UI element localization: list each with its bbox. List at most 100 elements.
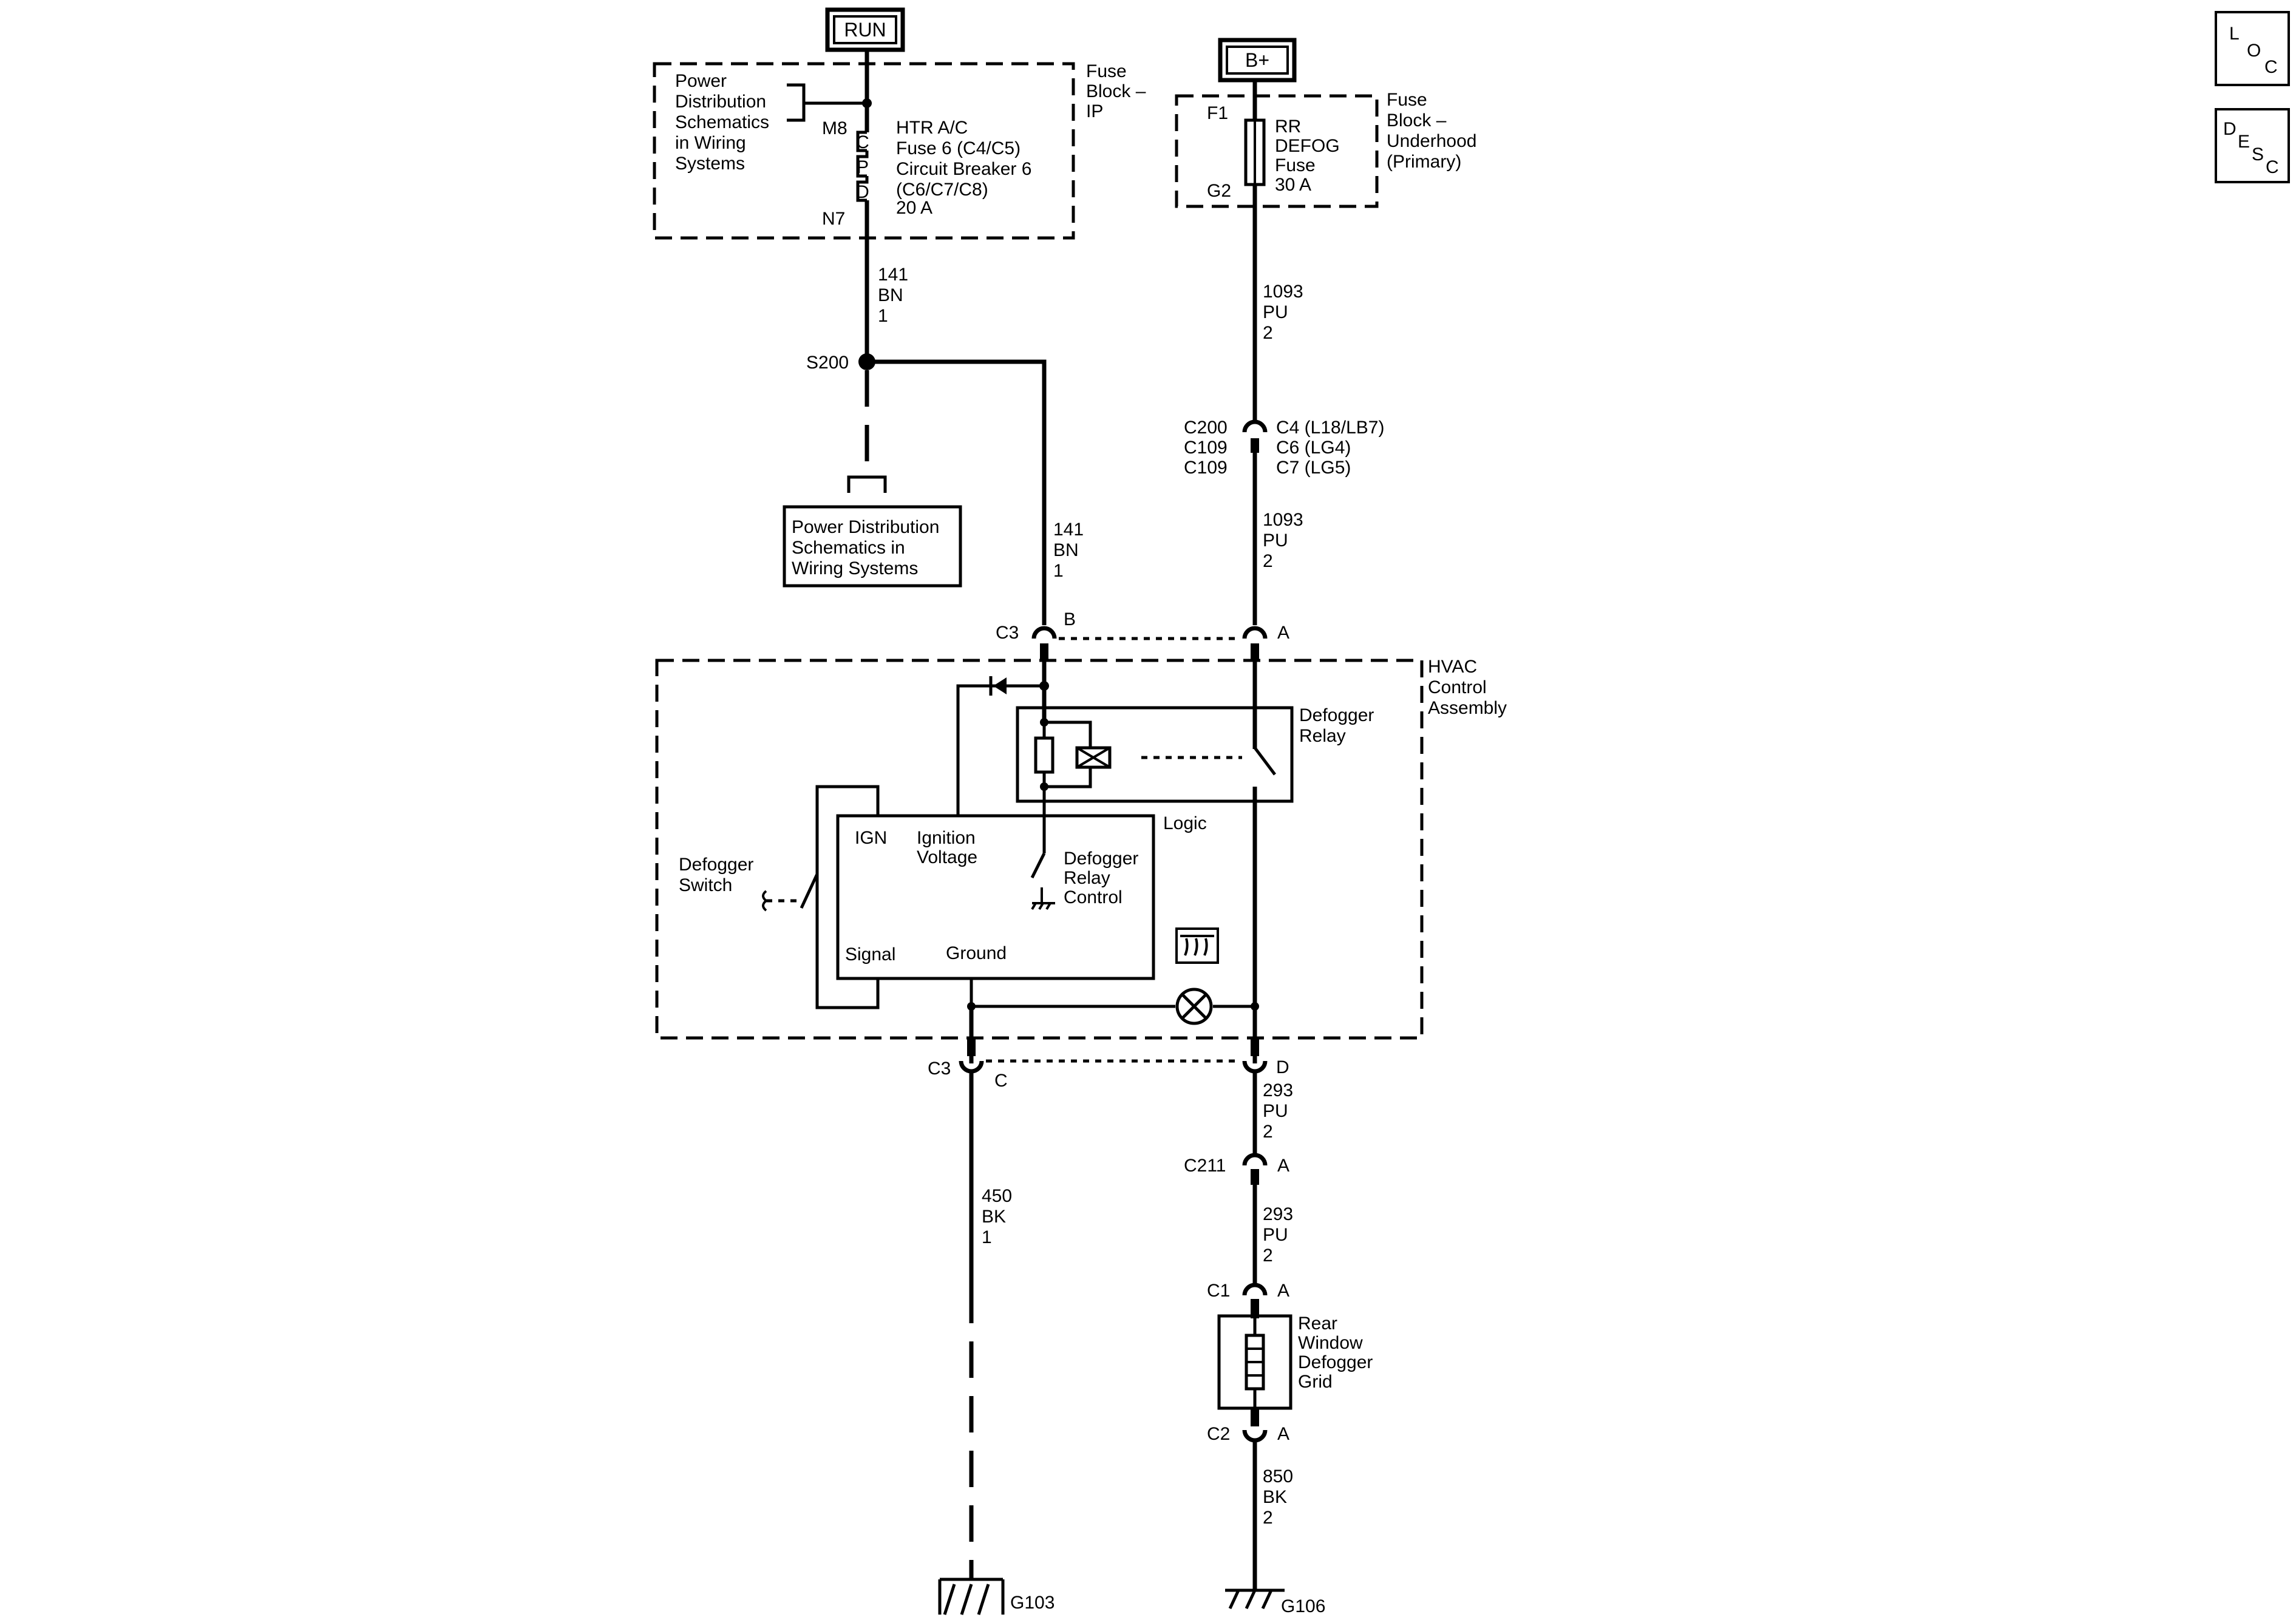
- grid-label: Rear: [1298, 1314, 1337, 1334]
- power-ref-text: Schematics: [675, 112, 769, 132]
- connector-c3-top: C3 B A: [996, 609, 1289, 660]
- desc-letter: S: [2252, 144, 2264, 164]
- fuse-text: HTR A/C: [896, 118, 968, 138]
- fuse-text: Fuse: [1275, 155, 1316, 175]
- desc-letter: E: [2238, 132, 2250, 152]
- switch-contact: [800, 873, 819, 909]
- power-dist-box: Power Distribution Schematics in Wiring …: [783, 505, 962, 588]
- hvac-title: Assembly: [1428, 698, 1507, 718]
- fuse-block-uh-title: Underhood: [1387, 131, 1476, 151]
- fuse-block-uh-title: Block –: [1387, 110, 1447, 131]
- ground-g106-label: G106: [1281, 1596, 1325, 1616]
- connector-label: C4 (L18/LB7): [1276, 418, 1384, 438]
- fuse-block-ip-title: IP: [1086, 101, 1103, 121]
- connector-c1-label: C1: [1207, 1281, 1230, 1301]
- cpd-letter: D: [856, 182, 869, 202]
- indicator-lamp-icon: [1175, 988, 1213, 1025]
- wire-1093-label: PU: [1263, 302, 1288, 322]
- rear-defog-indicator-icon: [1175, 927, 1219, 964]
- run-label: RUN: [844, 19, 886, 41]
- relay-label: Defogger: [1299, 705, 1374, 725]
- pin-n7: N7: [822, 209, 845, 229]
- wire-850-label: 850: [1263, 1466, 1293, 1486]
- wire-diode-branch: [956, 684, 1044, 816]
- hvac-title: HVAC: [1428, 657, 1477, 677]
- pin-f1: F1: [1207, 103, 1228, 123]
- loc-letter: L: [2229, 24, 2240, 44]
- wire-293-label: PU: [1263, 1225, 1288, 1245]
- connector-label: C109: [1184, 438, 1228, 458]
- wire-141-label: BN: [878, 285, 903, 305]
- grid-label: Window: [1298, 1333, 1363, 1353]
- desc-button[interactable]: D E S C: [2215, 108, 2290, 183]
- logic-pin-relay-control: Defogger: [1064, 849, 1138, 869]
- run-source: RUN: [825, 7, 905, 52]
- cpd-letter: P: [857, 157, 869, 177]
- fuse-text: DEFOG: [1275, 136, 1340, 156]
- fuse-block-uh-title: (Primary): [1387, 152, 1461, 172]
- loc-button[interactable]: L O C: [2215, 11, 2290, 86]
- power-dist-text: Power Distribution: [792, 517, 939, 537]
- logic-module: Logic IGN Ignition Voltage Defogger Rela…: [836, 813, 1207, 980]
- circuit-breaker-symbol: [856, 131, 869, 202]
- bplus-label: B+: [1245, 49, 1269, 71]
- fuse-text: 20 A: [896, 198, 932, 218]
- inline-connector-c200: C200 C109 C109 C4 (L18/LB7) C6 (LG4) C7 …: [1184, 418, 1384, 478]
- connector-c2-pin: A: [1277, 1424, 1289, 1444]
- connector-c1-pin: A: [1277, 1281, 1289, 1301]
- connector-c3-bottom: C3 C D: [928, 1039, 1289, 1091]
- defogger-relay: Defogger Relay: [1016, 705, 1374, 803]
- connector-label: C109: [1184, 458, 1228, 478]
- ground-g103-icon: G103: [938, 1578, 1055, 1615]
- cpd-letter: C: [856, 132, 869, 152]
- connector-c2-label: C2: [1207, 1424, 1230, 1444]
- wire-141-label: 141: [1053, 520, 1084, 540]
- wire-293-label: PU: [1263, 1101, 1288, 1121]
- logic-pin-relay-control: Relay: [1064, 868, 1110, 888]
- pin-d-label: D: [1276, 1057, 1289, 1077]
- logic-ground-icon: [1031, 887, 1055, 910]
- fuse-text: (C6/C7/C8): [896, 180, 988, 200]
- wire-141-label: 1: [878, 306, 888, 326]
- wire-293-label: 2: [1263, 1246, 1273, 1266]
- hvac-control-assembly: HVAC Control Assembly: [655, 657, 1507, 1040]
- power-ref-text: Power: [675, 71, 727, 91]
- fuse-block-underhood: Fuse Block – Underhood (Primary) F1 G2 R…: [1175, 90, 1476, 208]
- wire-293-label: 293: [1263, 1204, 1293, 1224]
- relay-label: Relay: [1299, 726, 1346, 746]
- splice-s200-label: S200: [806, 353, 849, 373]
- desc-letter: C: [2266, 157, 2279, 177]
- connector-c211-label: C211: [1184, 1156, 1226, 1176]
- power-dist-text: Wiring Systems: [792, 558, 918, 578]
- fuse-text: Fuse 6 (C4/C5): [896, 138, 1021, 158]
- wire-141-branch: [867, 359, 1047, 625]
- switch-label: Defogger: [679, 855, 753, 875]
- wire-850-label: 2: [1263, 1508, 1273, 1528]
- connector-c211-pin: A: [1277, 1156, 1289, 1176]
- connector-c3-label: C3: [996, 623, 1019, 643]
- fuse-block-ip-title: Fuse: [1086, 61, 1127, 81]
- logic-pin-ground: Ground: [946, 943, 1007, 963]
- logic-pin-ignition: Ignition: [917, 828, 976, 848]
- logic-pin-ignition: Voltage: [917, 847, 977, 867]
- pin-a-symbol: [1242, 626, 1268, 639]
- splice-dot: [862, 98, 872, 108]
- wire-450-label: 1: [982, 1227, 992, 1247]
- logic-pin-relay-control: Control: [1064, 887, 1123, 907]
- bplus-source: B+: [1218, 38, 1297, 83]
- wire-141-label: 141: [878, 265, 908, 285]
- fuse-block-uh-title: Fuse: [1387, 90, 1427, 110]
- wire-450-label: 450: [982, 1186, 1012, 1206]
- fuse-text: RR: [1275, 117, 1301, 137]
- defogger-switch[interactable]: Defogger Switch: [679, 785, 880, 1009]
- ground-g106-icon: G106: [1225, 1588, 1325, 1616]
- ground-g103-label: G103: [1010, 1593, 1055, 1613]
- rear-window-defogger-grid: C1 A Rear Window Defogger Grid C2 A: [1207, 1281, 1373, 1444]
- relay-contact: [1254, 747, 1276, 776]
- loc-letter: C: [2264, 57, 2278, 77]
- desc-letter: D: [2223, 119, 2237, 139]
- connector-label: C200: [1184, 418, 1228, 438]
- wire-850-label: BK: [1263, 1487, 1287, 1507]
- wire-293-label: 2: [1263, 1122, 1273, 1142]
- pin-g2: G2: [1207, 181, 1231, 201]
